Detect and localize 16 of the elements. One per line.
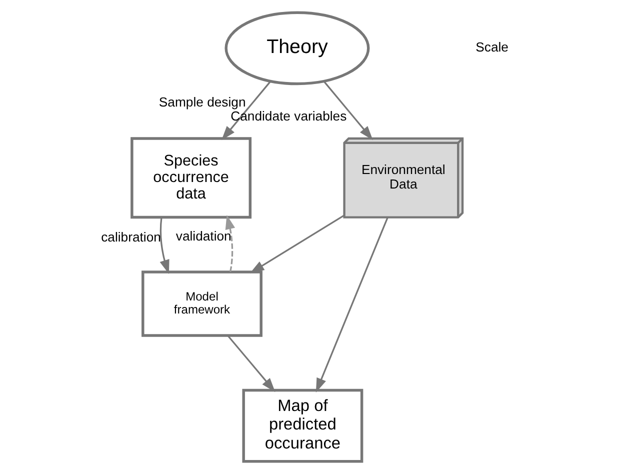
node-box: Map of predicted occurance [242, 388, 363, 463]
edge-label: Candidate variables [230, 108, 346, 124]
arrow [159, 217, 169, 274]
arrow [315, 217, 388, 392]
arrow [249, 214, 344, 274]
edge-label: validation [175, 228, 231, 244]
arrow [224, 215, 235, 272]
edge-label: calibration [100, 229, 160, 244]
edge-label: Sample design [158, 94, 246, 110]
arrow [221, 80, 271, 140]
arrow [226, 335, 275, 392]
node-box: Model framework [141, 270, 262, 337]
node-box: Species occurrence data [130, 137, 252, 219]
node-ellipse: Theory [224, 11, 370, 86]
arrow [322, 80, 372, 140]
label: Scale [475, 40, 508, 55]
